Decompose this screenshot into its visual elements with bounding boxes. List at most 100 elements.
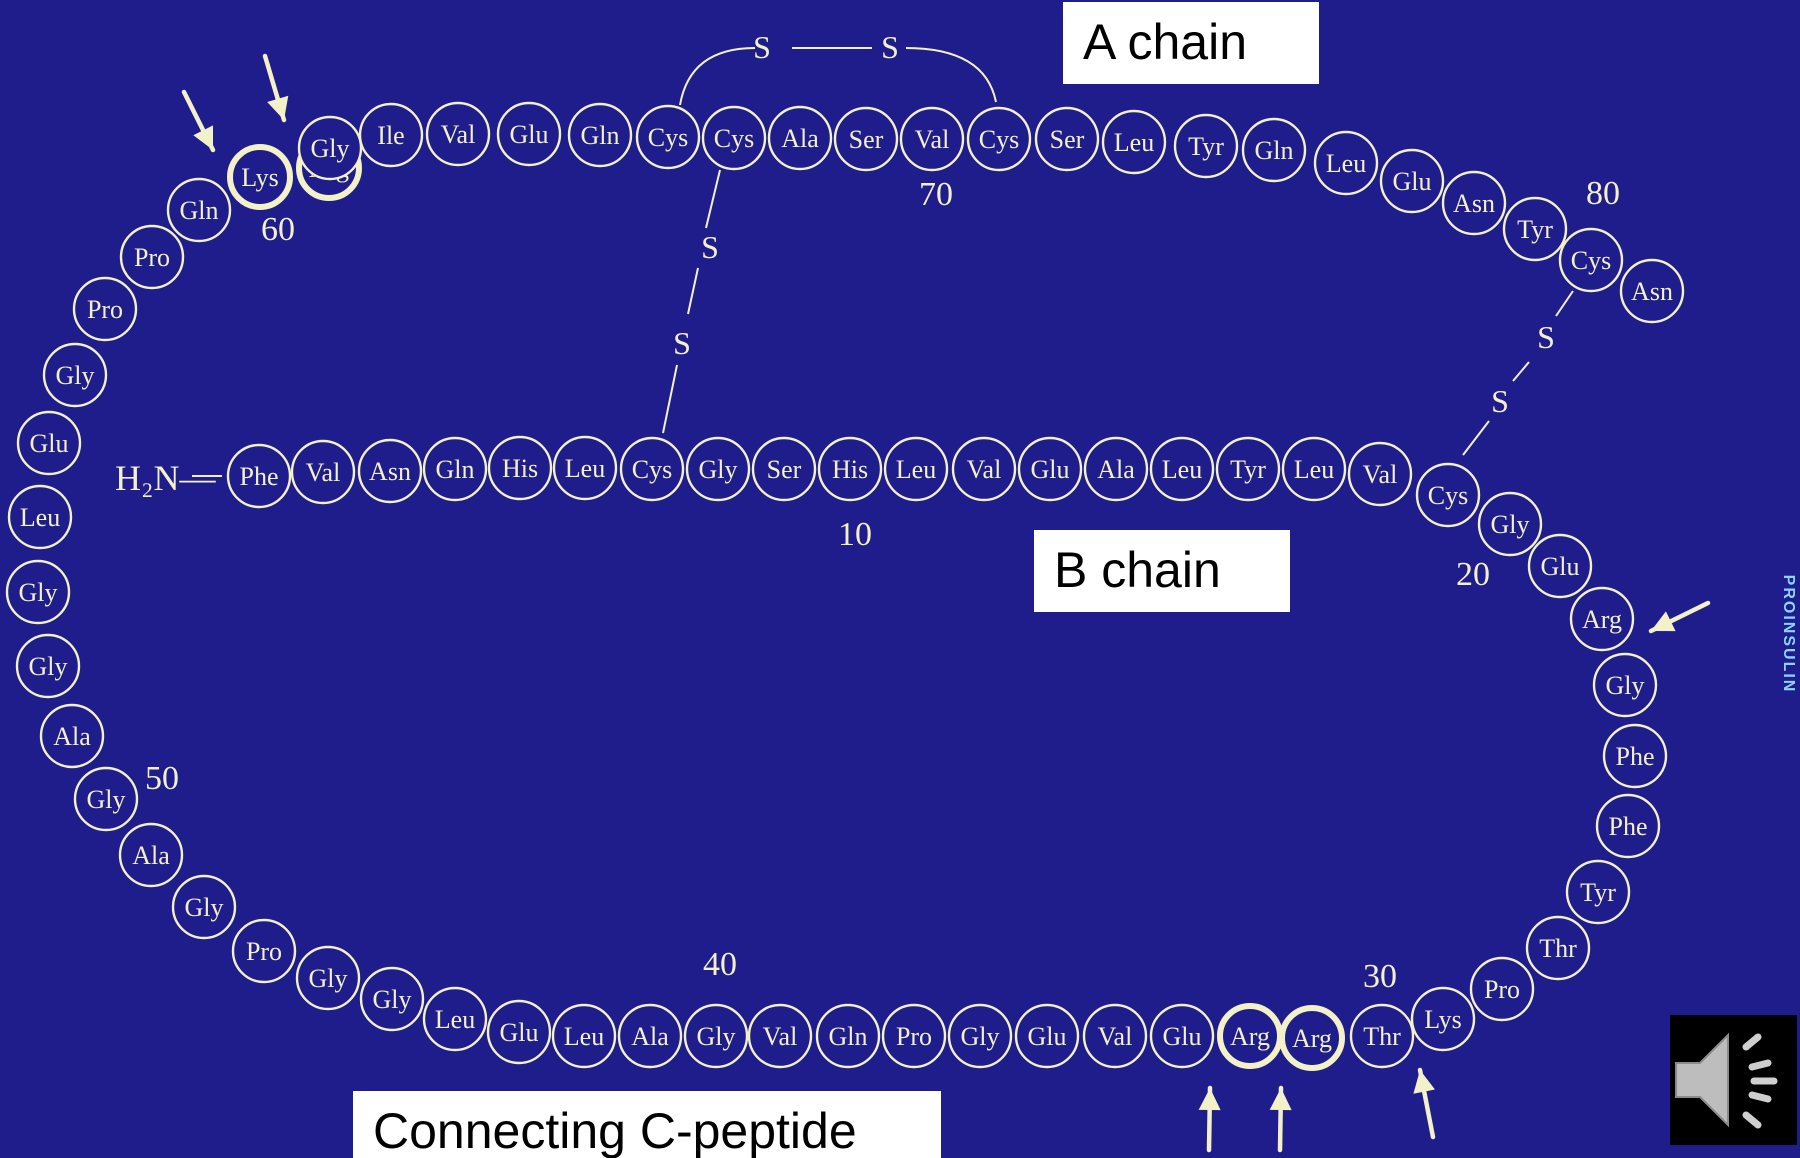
residue-name: Pro: [134, 243, 170, 272]
c-residue: Glu: [16, 410, 82, 476]
residue-circle: [171, 874, 237, 940]
residue-circle: [297, 115, 363, 181]
b-residue: Leu: [1281, 436, 1347, 502]
c-residue: Pro: [881, 1003, 947, 1069]
residue-name: Val: [967, 455, 1002, 484]
b-residue: His: [817, 436, 883, 502]
residue-name: Tyr: [1517, 215, 1553, 244]
residue-name: Arg: [1582, 605, 1622, 634]
residue-name: Gly: [56, 361, 95, 390]
residue-name: Phe: [1616, 742, 1655, 771]
residue-name: Pro: [1484, 975, 1520, 1004]
position-number-label: 40: [703, 946, 737, 983]
bond-a6-a11-left: [679, 47, 756, 106]
residue-circle: [747, 1003, 813, 1069]
residue-circle: [635, 104, 701, 170]
residue-name: Cys: [714, 124, 754, 153]
bond-a20-b19-middle: [1512, 361, 1530, 382]
residue-name: Leu: [1114, 128, 1154, 157]
residue-name: Cys: [1571, 246, 1611, 275]
bond-a7-b7-lower: [662, 364, 678, 434]
b-residue: Thr: [1525, 915, 1591, 981]
residue-circle: [1034, 106, 1100, 172]
b-residue: Cys: [619, 436, 685, 502]
residue-circle: [1014, 1003, 1080, 1069]
residue-circle: [1592, 652, 1658, 718]
residue-name: Lys: [1424, 1005, 1462, 1034]
a-residue: Cys: [1558, 227, 1624, 293]
residue-circle: [1558, 227, 1624, 293]
c-residue: Val: [1082, 1003, 1148, 1069]
b-residue: Arg: [1569, 586, 1635, 652]
residue-name: Leu: [1162, 455, 1202, 484]
position-number-label: 70: [919, 176, 953, 213]
cleavage-arrow-icon: [1198, 1085, 1221, 1153]
residue-circle: [1565, 859, 1631, 925]
residue-name: Glu: [510, 120, 549, 149]
residue-circle: [39, 703, 105, 769]
audio-button[interactable]: [1670, 1015, 1797, 1145]
c-residue: Gly: [15, 633, 81, 699]
residue-name: Asn: [1453, 189, 1495, 218]
residue-name: Asn: [369, 457, 411, 486]
residue-circle: [1477, 491, 1543, 557]
bond-a7-b7-middle: [687, 267, 699, 315]
residue-circle: [966, 106, 1032, 172]
position-number-label: 50: [145, 760, 179, 797]
residue-circle: [1149, 436, 1215, 502]
residue-name: Gly: [19, 578, 58, 607]
residue-name: Leu: [1326, 149, 1366, 178]
residue-name: Val: [1363, 460, 1398, 489]
a-residue: Ser: [833, 106, 899, 172]
residue-circle: [486, 999, 552, 1065]
arrow-head: [1198, 1088, 1221, 1111]
residue-name: Gly: [1606, 671, 1645, 700]
bond-a6-a11-right: [905, 47, 997, 103]
residue-circle: [617, 1003, 683, 1069]
residue-name: Ser: [849, 125, 884, 154]
residue-circle: [683, 1003, 749, 1069]
c-residue: Arg: [1279, 1005, 1345, 1071]
residue-circle: [1082, 1003, 1148, 1069]
residue-name: Leu: [565, 454, 605, 483]
residue-circle: [422, 436, 488, 502]
residue-circle: [1349, 1003, 1415, 1069]
residue-circle: [951, 436, 1017, 502]
residue-name: Lys: [241, 163, 279, 192]
residue-name: Gly: [961, 1022, 1000, 1051]
residue-circle: [899, 106, 965, 172]
residue-name: Leu: [896, 455, 936, 484]
residue-circle: [1569, 586, 1635, 652]
residue-name: Ala: [781, 124, 819, 153]
b-residue: Asn: [357, 438, 423, 504]
b-residue: Val: [1347, 441, 1413, 507]
b-residue: Val: [290, 439, 356, 505]
residue-name: Glu: [1031, 455, 1070, 484]
residue-circle: [1525, 915, 1591, 981]
residue-name: Gly: [373, 985, 412, 1014]
residue-circle: [1619, 258, 1685, 324]
b-residue: Pro: [1469, 956, 1535, 1022]
residue-name: Cys: [1428, 481, 1468, 510]
residue-name: Glu: [1541, 552, 1580, 581]
b-residue: Gly: [1592, 652, 1658, 718]
residue-circle: [1281, 436, 1347, 502]
residue-circle: [1173, 113, 1239, 179]
residue-name: Tyr: [1188, 132, 1224, 161]
residue-name: Leu: [435, 1005, 475, 1034]
b-residue: Ala: [1083, 436, 1149, 502]
residue-name: Gly: [1491, 510, 1530, 539]
residue-name: Gly: [185, 893, 224, 922]
residue-circle: [496, 101, 562, 167]
sulfur-atom-label: S: [673, 325, 691, 361]
residue-name: Cys: [648, 123, 688, 152]
residue-circle: [166, 177, 232, 243]
a-chain-label: A chain: [1063, 2, 1319, 84]
residue-name: Tyr: [1230, 455, 1266, 484]
c-residue: Ala: [118, 822, 184, 888]
arrow-head: [193, 125, 213, 150]
c-residue: Glu: [1149, 1003, 1215, 1069]
residue-name: Arg: [1230, 1022, 1270, 1051]
residue-name: Gln: [829, 1022, 868, 1051]
